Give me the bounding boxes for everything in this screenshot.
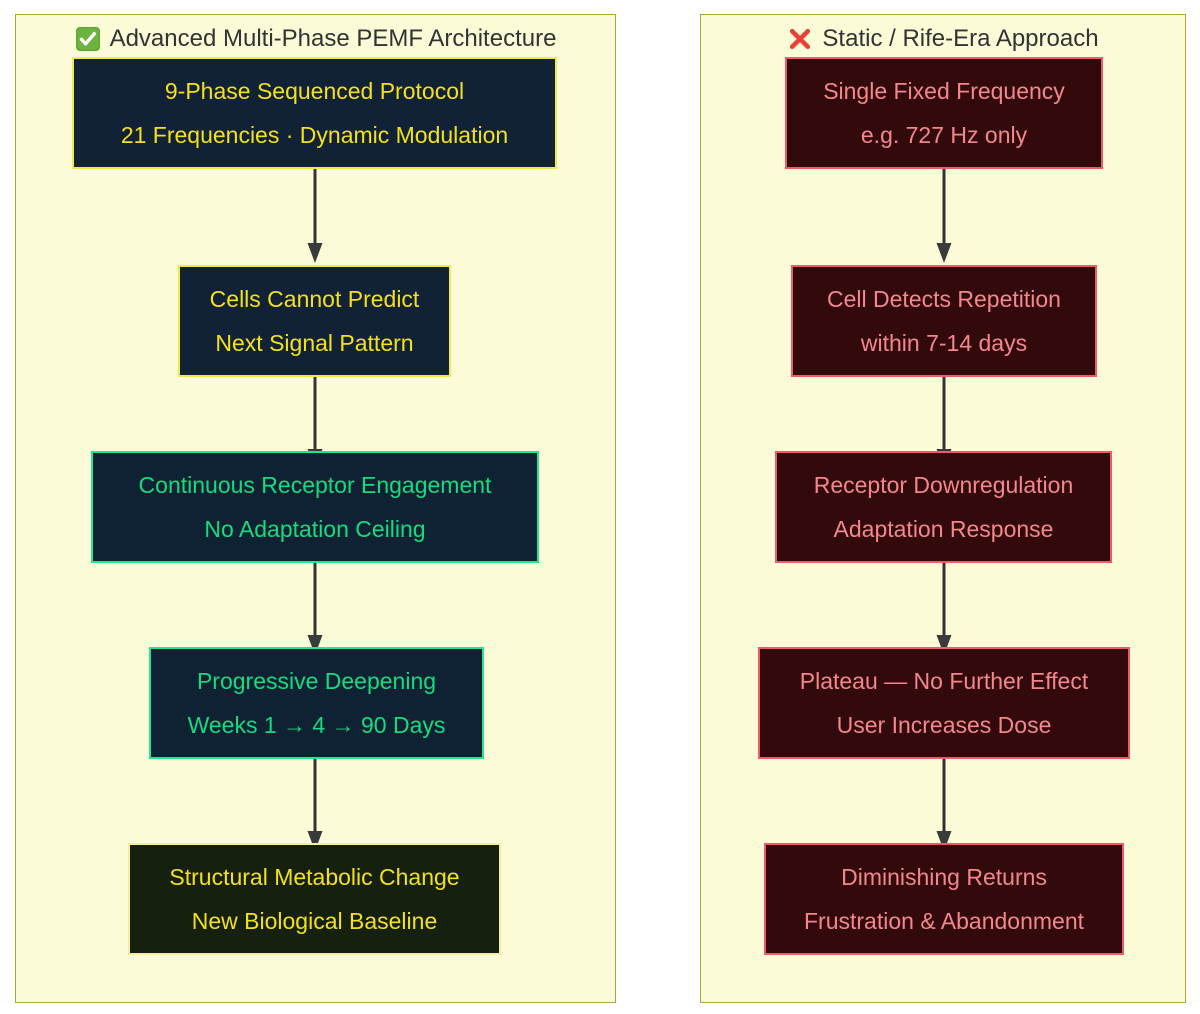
connector-left-4-5	[306, 759, 324, 853]
node-left-4: Progressive Deepening Weeks 1 → 4 → 90 D…	[149, 647, 484, 759]
node-left-3-line1: Continuous Receptor Engagement	[138, 472, 492, 498]
panel-right-header: Static / Rife-Era Approach	[701, 24, 1185, 54]
node-right-1: Single Fixed Frequency e.g. 727 Hz only	[785, 57, 1103, 169]
connector-right-3-4	[935, 563, 953, 657]
node-left-4-line2: Weeks 1 → 4 → 90 Days	[187, 712, 446, 738]
white-heavy-check-mark-icon	[75, 26, 101, 52]
panel-static-rife: Static / Rife-Era Approach Single Fixed …	[700, 14, 1186, 1003]
node-left-3-line2: No Adaptation Ceiling	[204, 516, 426, 542]
panel-advanced-pemf: Advanced Multi-Phase PEMF Architecture 9…	[15, 14, 616, 1003]
node-left-5-line1: Structural Metabolic Change	[169, 864, 460, 890]
node-right-5-line1: Diminishing Returns	[841, 864, 1047, 890]
node-right-1-line2: e.g. 727 Hz only	[860, 122, 1028, 148]
node-right-3-line2: Adaptation Response	[833, 516, 1054, 542]
node-left-1: 9-Phase Sequenced Protocol 21 Frequencie…	[72, 57, 557, 169]
node-left-4-line1: Progressive Deepening	[196, 668, 437, 694]
connector-left-3-4	[306, 563, 324, 657]
node-left-5: Structural Metabolic Change New Biologic…	[128, 843, 501, 955]
node-right-1-line1: Single Fixed Frequency	[823, 78, 1065, 104]
connector-right-1-2	[935, 169, 953, 265]
node-left-3: Continuous Receptor Engagement No Adapta…	[91, 451, 539, 563]
node-right-2-line2: within 7-14 days	[860, 330, 1028, 356]
cross-mark-icon	[787, 26, 813, 52]
connector-right-4-5	[935, 759, 953, 853]
node-left-2-line1: Cells Cannot Predict	[209, 286, 420, 312]
panel-left-title: Advanced Multi-Phase PEMF Architecture	[109, 25, 557, 52]
node-right-4-line2: User Increases Dose	[836, 712, 1052, 738]
node-left-2-line2: Next Signal Pattern	[215, 330, 414, 356]
connector-left-1-2	[306, 169, 324, 265]
node-right-2-line1: Cell Detects Repetition	[827, 286, 1061, 312]
node-left-5-line2: New Biological Baseline	[191, 908, 438, 934]
panel-left-header: Advanced Multi-Phase PEMF Architecture	[16, 24, 615, 54]
node-right-4-line1: Plateau — No Further Effect	[799, 668, 1089, 694]
node-right-3: Receptor Downregulation Adaptation Respo…	[775, 451, 1112, 563]
panel-right-title: Static / Rife-Era Approach	[822, 25, 1099, 52]
node-right-5-line2: Frustration & Abandonment	[804, 908, 1084, 934]
node-right-4: Plateau — No Further Effect User Increas…	[758, 647, 1130, 759]
node-right-3-line1: Receptor Downregulation	[813, 472, 1074, 498]
node-right-2: Cell Detects Repetition within 7-14 days	[791, 265, 1097, 377]
node-left-2: Cells Cannot Predict Next Signal Pattern	[178, 265, 451, 377]
node-left-1-line1: 9-Phase Sequenced Protocol	[164, 78, 465, 104]
node-right-5: Diminishing Returns Frustration & Abando…	[764, 843, 1124, 955]
node-left-1-line2: 21 Frequencies · Dynamic Modulation	[120, 122, 509, 148]
